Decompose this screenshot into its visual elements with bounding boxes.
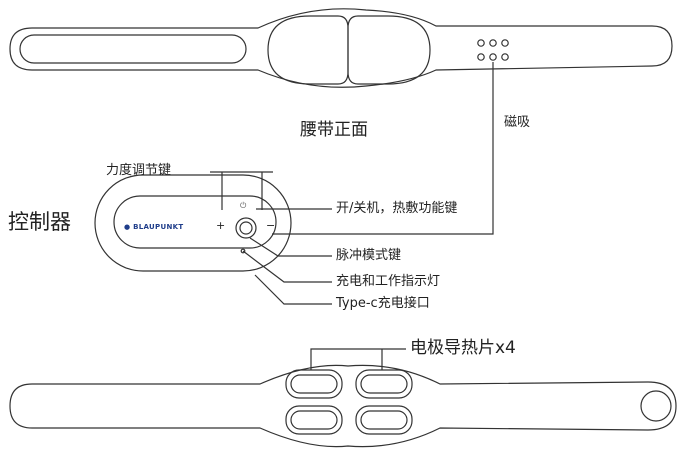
pulse-key-label: 脉冲模式键 [336,248,402,263]
pulse-leader-line [249,237,332,257]
controller-title: 控制器 [8,210,71,234]
electrode-leader-line [310,348,406,370]
intensity-leader-line [210,171,273,210]
belt-back-outline [9,364,677,448]
electrode-label: 电极导热片x4 [410,338,516,358]
magnet-leader-line [272,62,494,235]
power-icon: ⏻ [240,201,247,210]
belt-front-outline [9,8,673,88]
typec-leader-line [254,274,332,305]
typec-label: Type-c充电接口 [336,296,430,311]
controller-body [94,174,292,272]
plus-symbol: + [216,219,226,232]
indicator-label: 充电和工作指示灯 [336,274,441,289]
electrode-pads [285,369,413,435]
magnet-label: 磁吸 [504,115,531,130]
magnet-dots-icon [477,39,509,61]
brand-logo: ● BLAUPUNKT [124,223,184,231]
intensity-key-label: 力度调节键 [106,163,172,178]
belt-front-title: 腰带正面 [300,120,368,140]
indicator-leader-line [242,250,332,283]
minus-symbol: − [266,219,276,232]
power-key-label: 开/关机，热敷功能键 [336,201,458,216]
